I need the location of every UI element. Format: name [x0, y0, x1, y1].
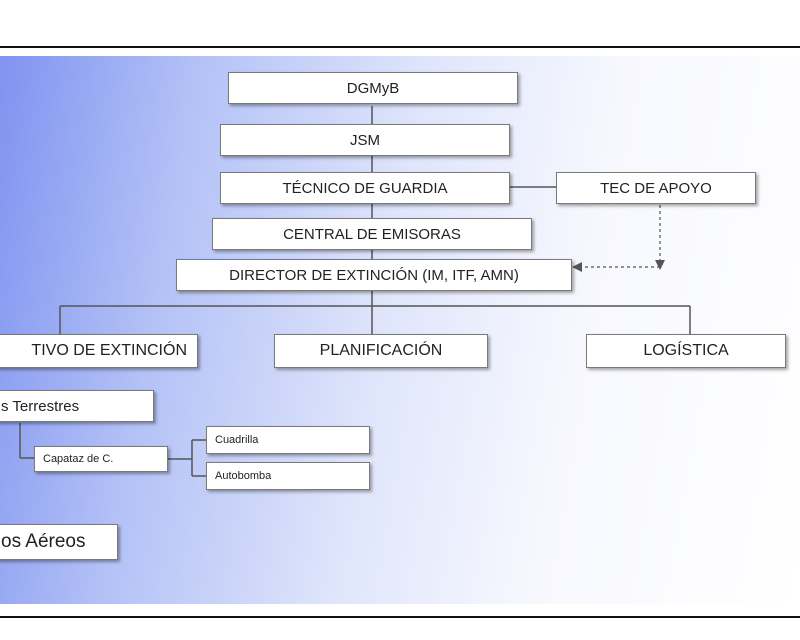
node-medios-terrestres: s Terrestres — [0, 390, 154, 422]
node-autobomba: Autobomba — [206, 462, 370, 490]
node-central-emisoras: CENTRAL DE EMISORAS — [212, 218, 532, 250]
node-operativo-extincion: TIVO DE EXTINCIÓN — [0, 334, 198, 368]
node-tec-apoyo: TEC DE APOYO — [556, 172, 756, 204]
diagram-frame: DGMyB JSM TÉCNICO DE GUARDIA TEC DE APOY… — [0, 46, 800, 618]
node-planificacion: PLANIFICACIÓN — [274, 334, 488, 368]
arrowhead-director — [572, 262, 582, 272]
arrowhead-apoyo — [655, 260, 665, 270]
node-cuadrilla: Cuadrilla — [206, 426, 370, 454]
node-director-extincion: DIRECTOR DE EXTINCIÓN (IM, ITF, AMN) — [176, 259, 572, 291]
node-medios-aereos: os Aéreos — [0, 524, 118, 560]
node-dgmvb: DGMyB — [228, 72, 518, 104]
node-jsm: JSM — [220, 124, 510, 156]
node-capataz: Capataz de C. — [34, 446, 168, 472]
node-logistica: LOGÍSTICA — [586, 334, 786, 368]
node-tecnico-guardia: TÉCNICO DE GUARDIA — [220, 172, 510, 204]
